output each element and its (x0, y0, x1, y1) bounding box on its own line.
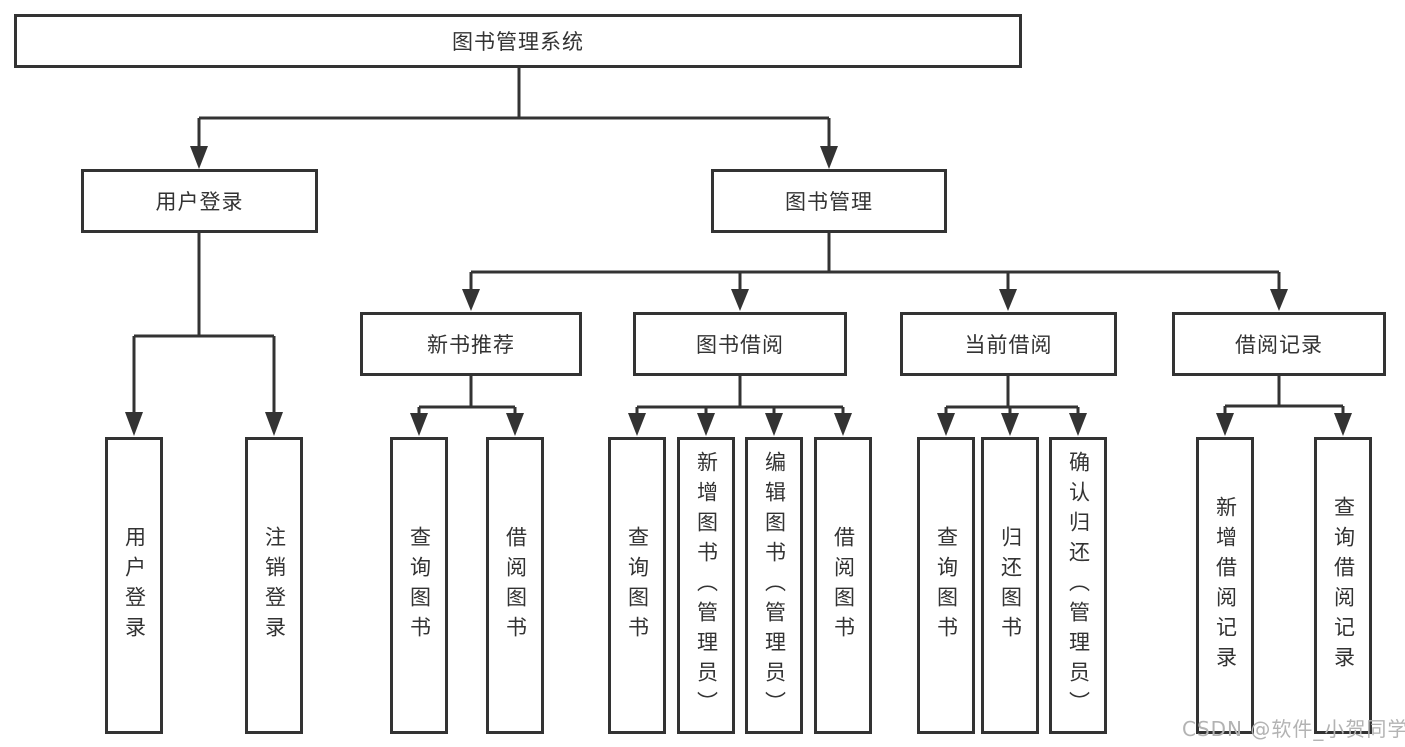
leaf-borrow-book: 借阅图书 (814, 437, 872, 734)
arrowhead (1069, 413, 1087, 436)
arrowhead (1001, 413, 1019, 436)
arrowhead (834, 413, 852, 436)
node-label: 查询图书 (625, 525, 650, 646)
node-borrow-record: 借阅记录 (1172, 312, 1386, 376)
leaf-user-login: 用户登录 (105, 437, 163, 734)
arrowhead (697, 413, 715, 436)
arrowhead (1334, 413, 1352, 436)
node-label: 图书借阅 (696, 333, 784, 357)
node-label: 确认归还（管理员） (1066, 450, 1091, 721)
leaf-query-book-recommend: 查询图书 (390, 437, 448, 734)
arrowhead (190, 146, 208, 169)
node-new-book-recommend: 新书推荐 (360, 312, 582, 376)
arrowhead (820, 146, 838, 169)
node-label: 查询借阅记录 (1331, 495, 1356, 676)
arrowhead (506, 413, 524, 436)
arrowhead (265, 412, 283, 436)
leaf-add-book-admin: 新增图书（管理员） (677, 437, 735, 734)
arrowhead (731, 289, 749, 311)
new-book-branch (410, 376, 524, 436)
arrowhead (937, 413, 955, 436)
node-label: 借阅记录 (1235, 333, 1323, 357)
node-label: 查询图书 (934, 525, 959, 646)
arrowhead (1270, 289, 1288, 311)
leaf-edit-book-admin: 编辑图书（管理员） (745, 437, 803, 734)
leaf-query-borrow-record: 查询借阅记录 (1314, 437, 1372, 734)
leaf-query-book-borrow: 查询图书 (608, 437, 666, 734)
node-book-management: 图书管理 (711, 169, 947, 233)
node-label: 借阅图书 (831, 525, 856, 646)
node-label: 用户登录 (122, 525, 147, 646)
node-label: 图书管理 (785, 190, 873, 214)
node-label: 查询图书 (407, 525, 432, 646)
node-current-borrow: 当前借阅 (900, 312, 1117, 376)
arrowhead (999, 289, 1017, 311)
node-label: 新书推荐 (427, 333, 515, 357)
node-label: 图书管理系统 (452, 30, 584, 54)
leaf-confirm-return-admin: 确认归还（管理员） (1049, 437, 1107, 734)
arrowhead (125, 412, 143, 436)
arrowhead (410, 413, 428, 436)
borrow-record-branch (1216, 376, 1352, 436)
csdn-watermark: CSDN @软件_小贺同学 (1182, 717, 1405, 741)
node-label: 新增借阅记录 (1213, 495, 1238, 676)
node-label: 编辑图书（管理员） (762, 450, 787, 721)
leaf-logout: 注销登录 (245, 437, 303, 734)
leaf-return-book: 归还图书 (981, 437, 1039, 734)
node-user-login: 用户登录 (81, 169, 318, 233)
node-label: 用户登录 (155, 190, 244, 214)
node-root-system: 图书管理系统 (14, 14, 1022, 68)
leaf-borrow-book-recommend: 借阅图书 (486, 437, 544, 734)
arrowhead (765, 413, 783, 436)
book-borrow-branch (628, 376, 852, 436)
node-label: 当前借阅 (964, 333, 1053, 357)
leaf-query-book-current: 查询图书 (917, 437, 975, 734)
node-label: 借阅图书 (503, 525, 528, 646)
node-book-borrow: 图书借阅 (633, 312, 847, 376)
book-management-branch (462, 233, 1288, 311)
arrowhead (628, 413, 646, 436)
current-borrow-branch (937, 376, 1087, 436)
root-branch (190, 68, 838, 169)
leaf-add-borrow-record: 新增借阅记录 (1196, 437, 1254, 734)
node-label: 注销登录 (262, 525, 287, 646)
node-label: 归还图书 (998, 525, 1023, 646)
arrowhead (1216, 413, 1234, 436)
node-label: 新增图书（管理员） (694, 450, 719, 721)
user-login-branch (125, 233, 283, 436)
arrowhead (462, 289, 480, 311)
